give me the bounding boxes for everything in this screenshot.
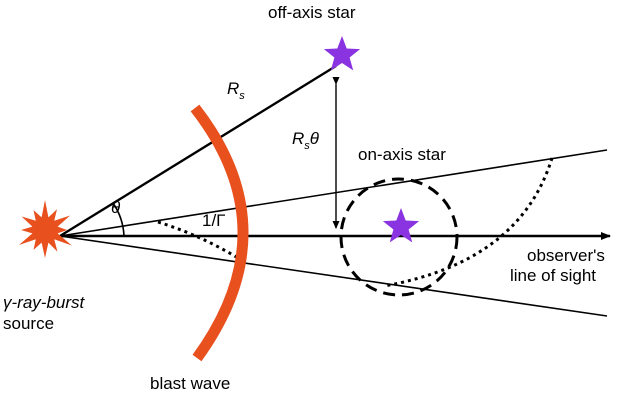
star-icon <box>323 36 361 71</box>
cone-lower-line <box>59 235 608 317</box>
on-axis-star-label: on-axis star <box>358 145 446 164</box>
star-icon <box>382 208 420 243</box>
off-axis-star-label: off-axis star <box>268 3 356 22</box>
radius-label: Rs <box>227 79 245 102</box>
offset-label: Rsθ <box>292 129 320 152</box>
blast-wave-arc <box>190 104 249 362</box>
cone-upper-line <box>59 149 608 237</box>
blast-wave-label: blast wave <box>150 374 230 393</box>
theta-arc <box>112 202 125 237</box>
beaming-arc-dotted <box>157 220 239 260</box>
radius-line <box>59 64 337 238</box>
theta-label: θ <box>111 198 121 217</box>
emission-region-circle <box>339 177 459 297</box>
beaming-angle-label: 1/Γ <box>202 211 226 230</box>
burst-icon <box>19 200 72 258</box>
light-curve-dotted <box>383 157 554 288</box>
